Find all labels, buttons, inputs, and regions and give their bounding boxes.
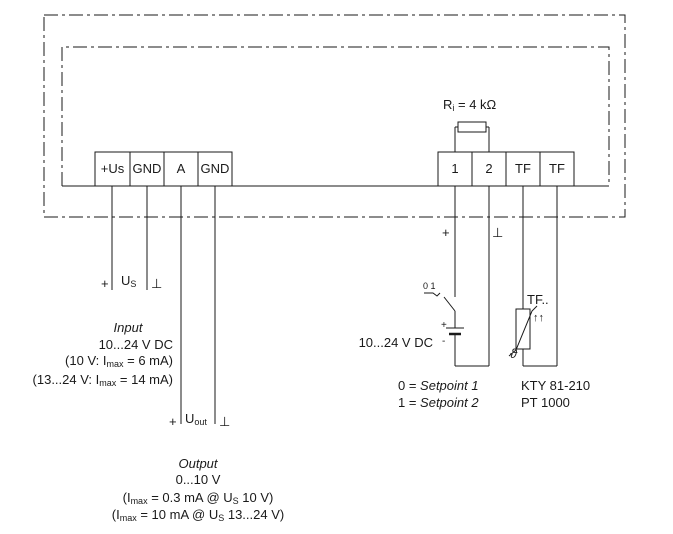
output-uout-label: Uout [185,411,207,427]
setpoint-2-legend: 1 = Setpoint 2 [398,395,479,410]
theta-symbol: ϑ [510,346,518,361]
terminal-1: 1 [451,161,459,176]
battery-minus: - [442,336,446,347]
terminal-a: A [176,161,186,176]
sensor-label: TF.. [527,292,549,307]
output-ground: ⊥ [219,414,231,429]
sensor-type-pt1000: PT 1000 [521,395,570,410]
outer-housing-outline [43,14,626,218]
sensor-type-kty: KTY 81-210 [521,378,591,393]
resistor-label: Ri = 4 kΩ [443,97,497,113]
inner-housing-outline [61,46,610,186]
switch-label: 0 1 [423,281,436,291]
input-current-13-24v: (13...24 V: Imax = 14 mA) [32,372,173,388]
input-title: Input [113,320,143,335]
terminal-us: +Us [100,161,125,176]
setpoint-plus: + [442,225,450,240]
resistor-symbol [457,121,487,133]
supply-ground: ⊥ [151,276,163,291]
battery-voltage-label: 10...24 V DC [358,335,433,350]
battery-plus: + [441,320,447,331]
input-current-10v: (10 V: Imax = 6 mA) [65,353,173,369]
output-current-10v: (Imax = 0.3 mA @ US 10 V) [122,490,274,506]
input-voltage: 10...24 V DC [98,337,173,352]
supply-plus: + [101,276,109,291]
sensor-arrows: ↑↑ [533,312,544,324]
terminal-gnd-2: GND [200,161,230,176]
terminal-gnd-1: GND [132,161,162,176]
supply-us-label: US [121,273,137,289]
terminal-tf-2: TF [549,161,565,176]
terminal-2: 2 [485,161,493,176]
setpoint-ground: ⊥ [492,225,504,240]
output-voltage: 0...10 V [175,472,221,487]
output-current-13-24v: (Imax = 10 mA @ US 13...24 V) [111,507,285,523]
terminal-tf-1: TF [515,161,531,176]
setpoint-1-legend: 0 = Setpoint 1 [398,378,479,393]
output-title: Output [178,456,218,471]
output-plus: + [169,414,177,429]
thermistor-symbol [515,308,531,350]
